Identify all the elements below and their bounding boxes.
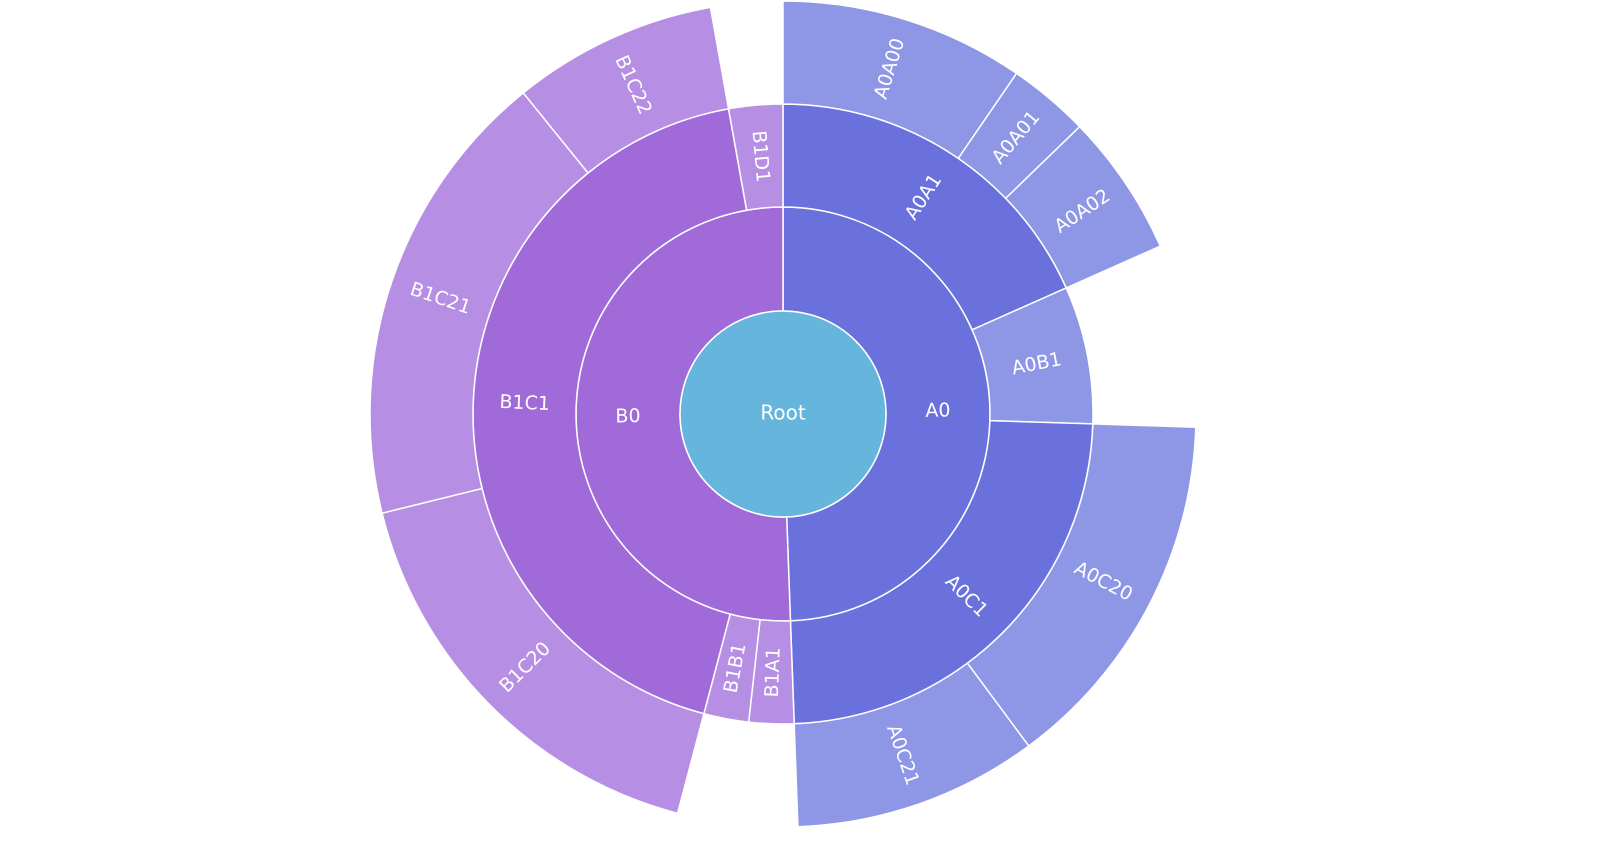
sunburst-root[interactable] bbox=[679, 310, 887, 518]
sunburst-segment-b1c22[interactable] bbox=[522, 6, 730, 175]
sunburst-segment-a0a02[interactable] bbox=[1004, 125, 1162, 289]
sunburst-label-b1c1: B1C1 bbox=[499, 391, 550, 415]
sunburst-label-b0: B0 bbox=[615, 405, 641, 427]
sunburst-segment-a0c21[interactable] bbox=[793, 662, 1030, 828]
sunburst-segment-b1d1[interactable] bbox=[727, 103, 784, 212]
sunburst-root-label: Root bbox=[760, 401, 805, 425]
sunburst-label-b1a1: B1A1 bbox=[761, 647, 785, 698]
sunburst-label-b1d1: B1D1 bbox=[747, 130, 773, 184]
sunburst-label-a0: A0 bbox=[925, 399, 950, 421]
